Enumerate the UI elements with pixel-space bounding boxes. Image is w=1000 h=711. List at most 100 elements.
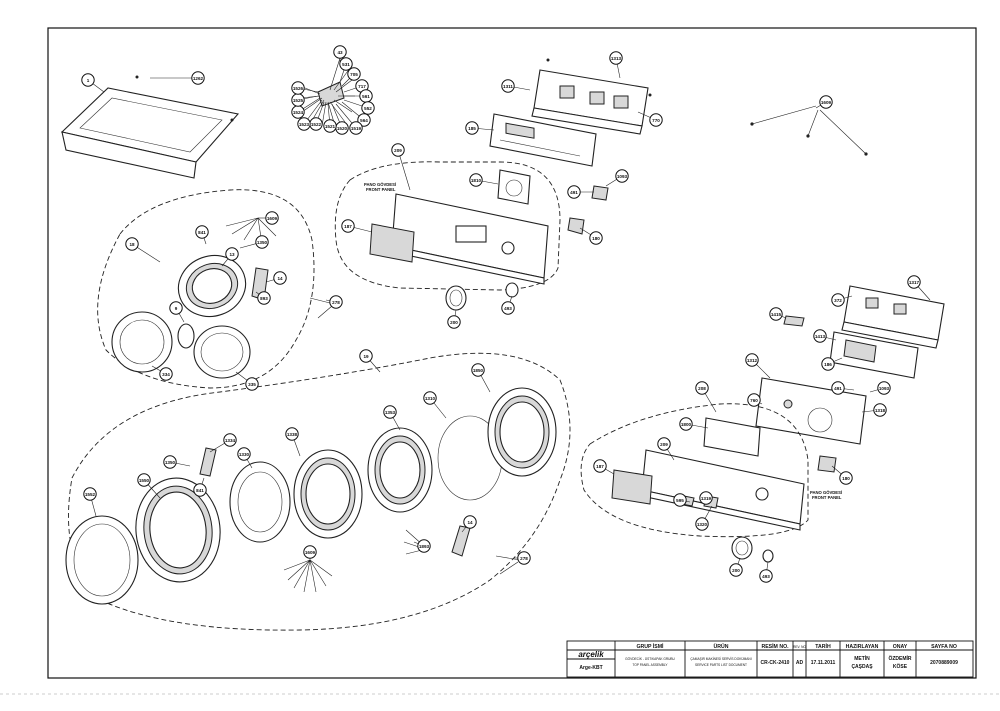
callout-493: 493 [501,295,515,315]
callout-1: 1 [81,73,105,93]
callout-bubble [257,291,271,305]
callout-bubble [137,473,151,487]
door-glass-bowl [229,461,291,543]
title-hazirlayan-head: HAZIRLAYAN [846,644,879,650]
callout-372: 372 [831,293,853,307]
callout-bubble [339,57,353,71]
callout-bubble [517,551,531,565]
callout-1552: 1552 [83,487,97,517]
callout-bubble [657,437,671,451]
callout-841: 841 [193,477,207,497]
callout-number: 1810 [471,178,482,183]
callout-bubble [695,517,709,531]
callout-number: 552 [364,106,372,111]
callout-number: 1413 [815,334,826,339]
callout-bubble [391,143,405,157]
title-block: arçelik Arge-KBT GRUP İSMİ GÖVDECİK - ÜS… [566,640,974,678]
callout-bubble [83,487,97,501]
callout-bubble [125,237,139,251]
callout-number: 208 [698,386,706,391]
title-rev-head: REV. NO [793,645,806,649]
title-onay-head: ONAY [893,644,908,650]
callout-1521: 1521 [323,103,337,133]
callout-number: 1353 [385,410,396,415]
callout-number: 1312 [747,358,758,363]
callout-1330: 1330 [237,447,253,469]
display-window-bottom [703,417,761,457]
callout-leader [397,149,411,191]
callout-number: 705 [350,72,358,77]
callout-1850: 1850 [471,363,491,393]
title-onay-val1: ÖZDEMİR [888,655,911,662]
callout-180: 180 [831,465,853,485]
screw-fan-bottom [283,559,333,593]
title-dept: Arge-KBT [579,665,602,671]
hinge-small-parts [199,447,471,557]
callout-number: 1093 [879,386,890,391]
callout-bubble [589,231,603,245]
callout-bubble [383,405,397,419]
callout-bubble [673,493,687,507]
callout-705: 705 [341,67,361,87]
callout-bubble [769,307,783,321]
callout-number: 334 [162,372,170,377]
callout-bubble [821,357,835,371]
callout-bubble [349,121,363,135]
door-back-ring [487,387,557,477]
callout-number: 595 [676,498,684,503]
callout-bubble [839,471,853,485]
callout-bubble [297,117,311,131]
callout-bubble [501,301,515,315]
callout-number: 278 [332,300,340,305]
top-lid-part [60,75,240,179]
title-resim-head: RESİM NO. [761,643,789,650]
door-front-rim [65,515,139,605]
callout-bubble [255,235,269,249]
callout-number: 1310 [425,396,436,401]
title-sayfa-head: SAYFA NO [931,644,957,650]
callout-208: 208 [695,381,717,413]
pins-fan-left [225,217,277,245]
callout-bubble [699,491,713,505]
callout-bubble [285,427,299,441]
callout-bubble [567,185,581,199]
callout-number: 1350 [165,460,176,465]
callout-760: 760 [747,393,763,407]
button-top [505,282,519,298]
callout-893: 893 [255,291,271,305]
callout-491: 491 [831,381,855,395]
callout-1319: 1319 [699,491,713,505]
small-bracket-1415 [783,315,805,327]
electronic-card-right [829,331,919,379]
pin-278-bottom [495,555,521,575]
callout-bubble [225,247,239,261]
callout-bubble [465,121,479,135]
door-front-frame [135,477,221,583]
callout-number: 564 [360,118,368,123]
callout-number: 1609 [267,216,278,221]
callout-531: 531 [339,57,353,83]
callout-1609: 1609 [815,95,833,109]
callout-1310: 1310 [423,391,447,419]
callout-number: 200 [450,320,458,325]
callout-number: 493 [504,306,512,311]
title-brand: arçelik [578,650,604,659]
seal-piece [177,323,195,349]
callout-number: 1311 [503,84,513,89]
door-assembly-zone [68,352,571,631]
callout-number: 1522 [311,122,322,127]
callout-14: 14 [265,271,287,285]
callout-186: 186 [821,357,843,371]
callout-278: 278 [514,551,531,565]
callout-bubble [813,329,827,343]
title-rev-val: AD [796,660,804,666]
title-sayfa-val: 2070889009 [930,660,958,666]
callout-bubble [347,67,361,81]
callout-209: 209 [391,143,411,191]
callout-19: 19 [359,349,381,373]
sensor-parts-top [567,185,609,235]
callout-number: 372 [834,298,842,303]
callout-1317: 1317 [907,275,931,301]
